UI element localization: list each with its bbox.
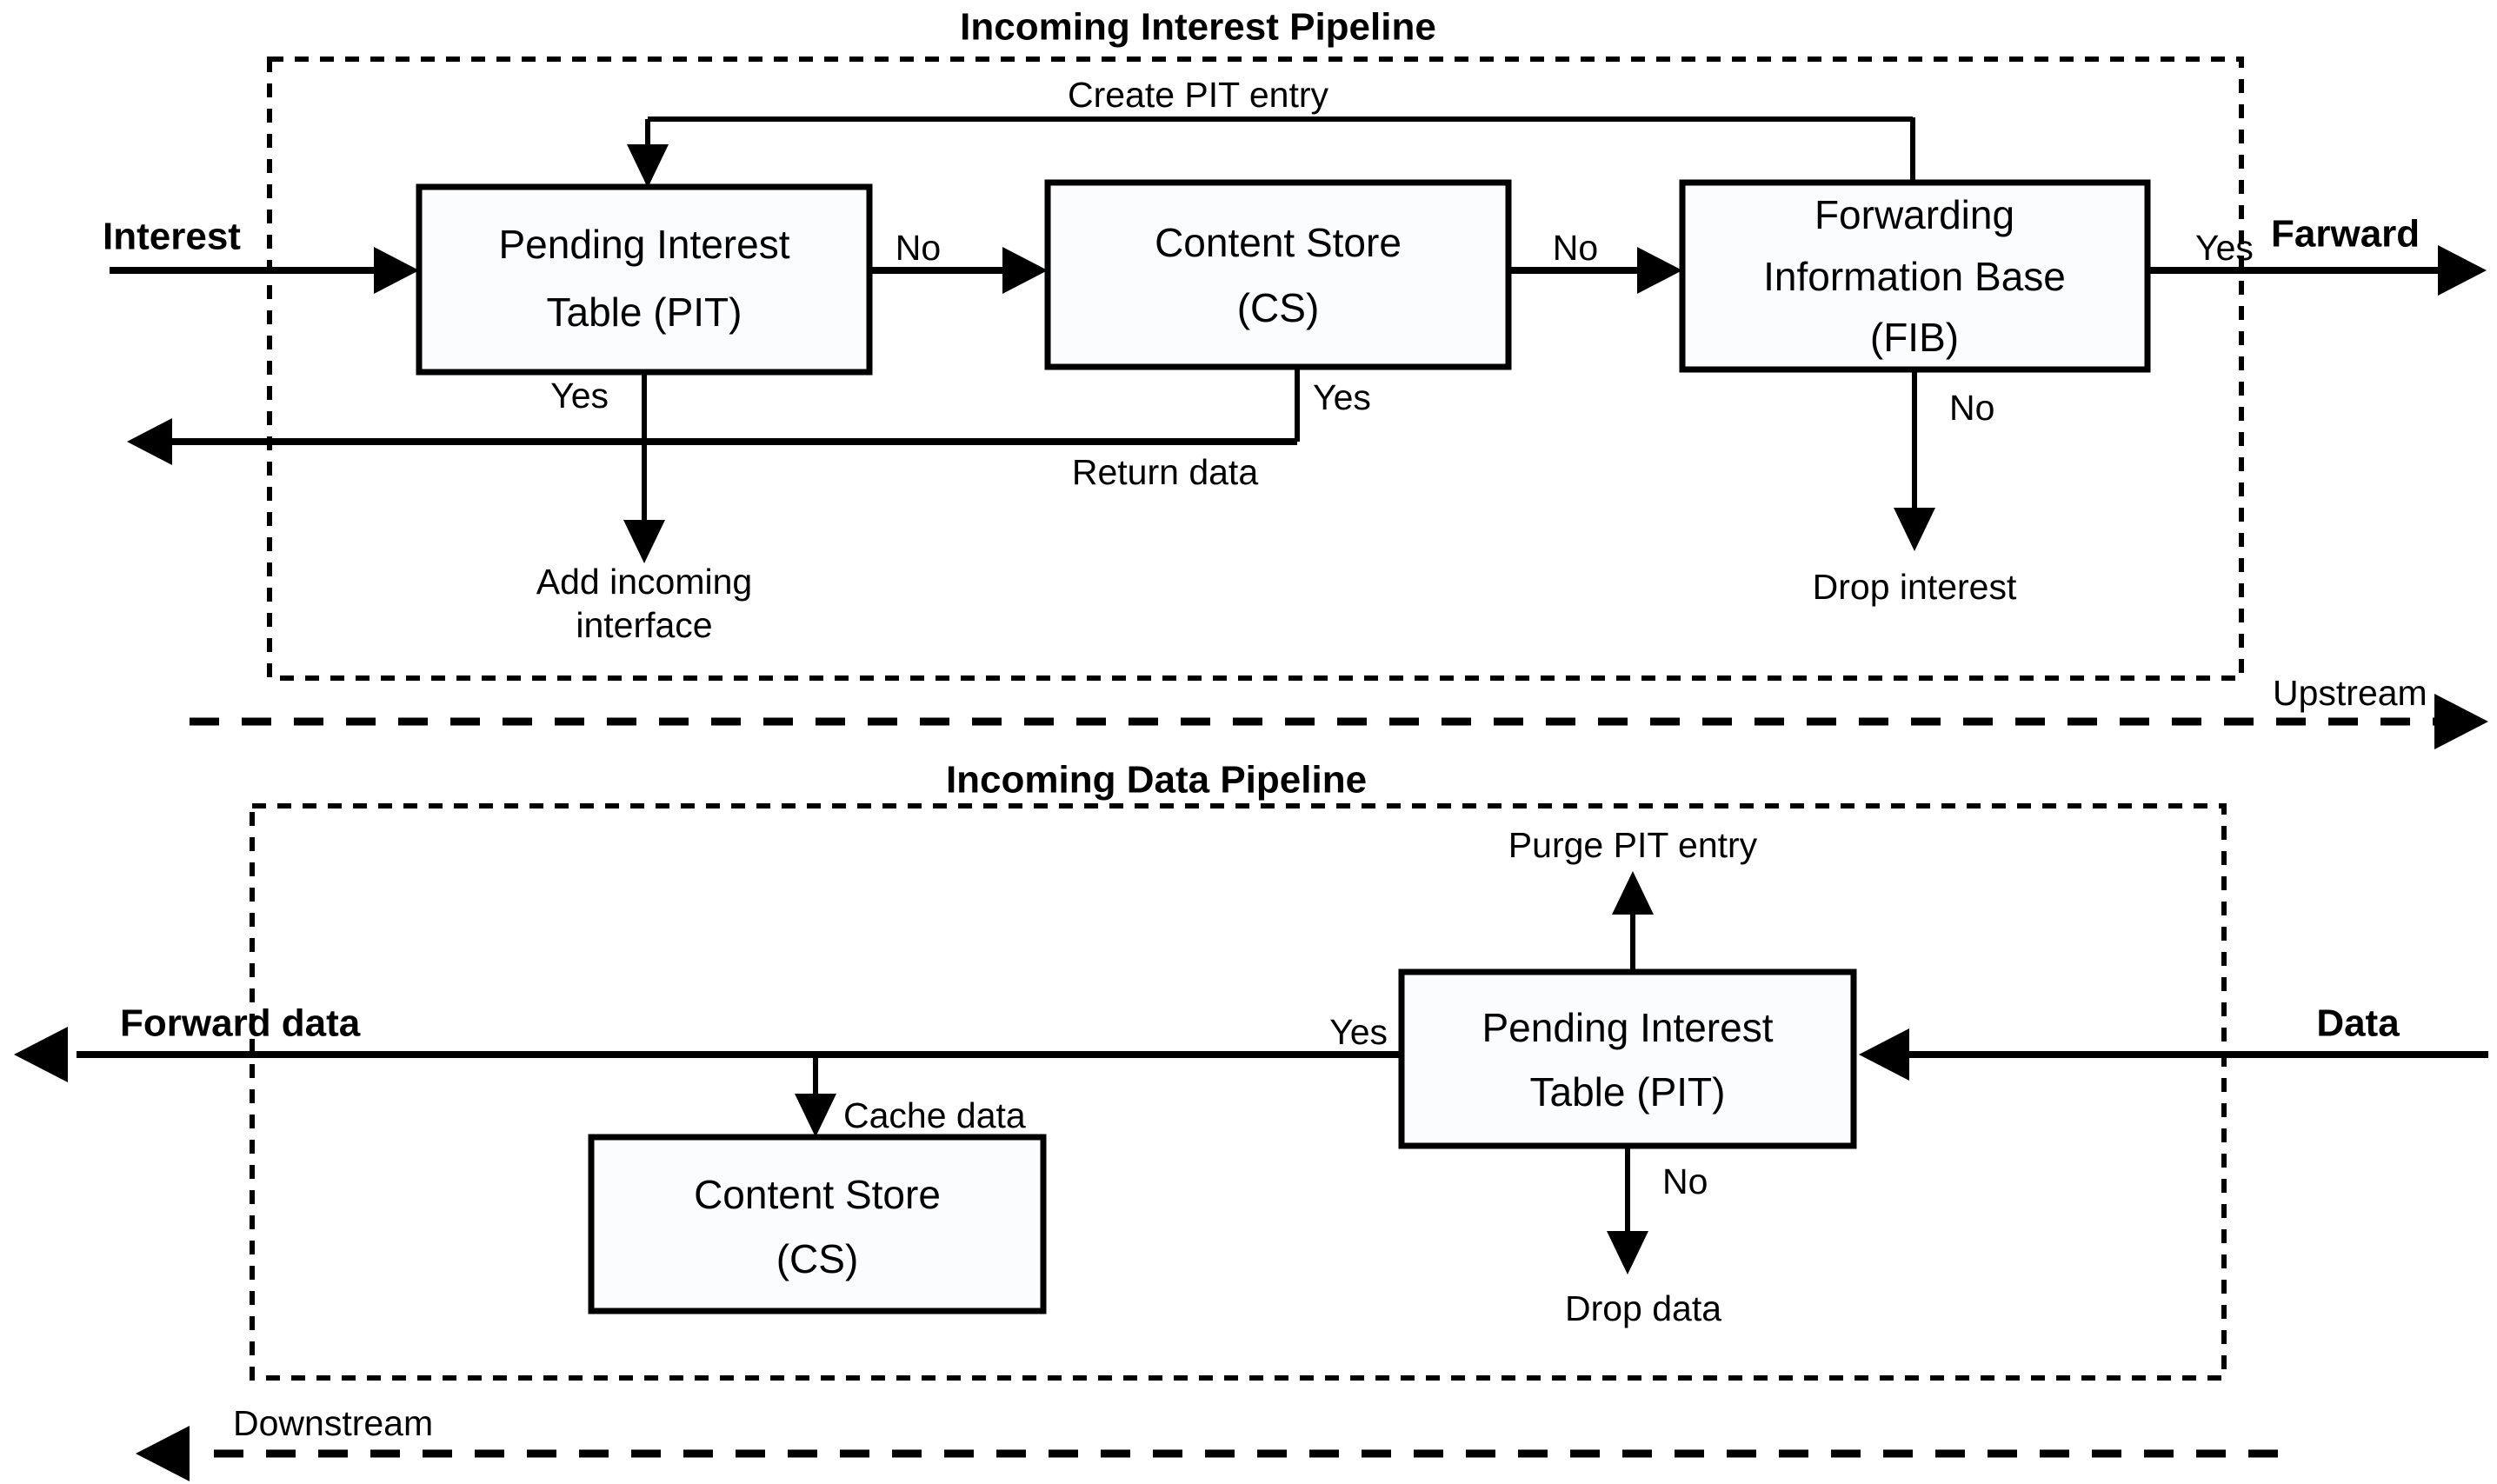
interest-input-arrowhead [374,247,419,294]
drop-interest-label: Drop interest [1813,567,2017,607]
interest-pipeline-group-box [267,57,2244,681]
data-pipeline-group-box [250,803,2227,1381]
forward-data-output-label: Forward data [120,1002,361,1045]
pit-no-label: No [896,228,941,268]
pit-data-no-arrowhead [1607,1231,1648,1274]
upstream-arrowhead [2434,694,2488,749]
node-fib-line3: (FIB) [1870,315,1959,360]
fib-yes-label: Yes [2195,228,2254,268]
node-fib-line1: Forwarding [1814,192,2014,237]
create-pit-entry-label: Create PIT entry [1068,75,1329,115]
node-cs-interest-line2: (CS) [1237,285,1320,330]
interest-input-label: Interest [103,216,241,258]
data-input-label: Data [2316,1002,2400,1045]
node-pit-data-line1: Pending Interest [1482,1005,1773,1050]
return-data-arrowhead [127,418,172,465]
cs-yes-label: Yes [1313,377,1371,417]
node-fib-line2: Information Base [1763,254,2066,299]
purge-pit-entry-label: Purge PIT entry [1508,825,1758,865]
forward-output-label: Farward [2271,213,2420,256]
fib-yes-arrowhead [2438,245,2487,296]
cs-no-label: No [1553,228,1598,268]
drop-data-label: Drop data [1565,1288,1721,1328]
create-pit-entry-arrowhead [627,144,669,188]
interest-pipeline-title: Incoming Interest Pipeline [960,6,1436,49]
node-cs-interest-line1: Content Store [1155,220,1402,265]
cache-data-label: Cache data [843,1095,1026,1135]
fib-no-arrowhead [1894,508,1935,551]
pit-data-yes-label: Yes [1329,1012,1388,1052]
node-pit-data-line2: Table (PIT) [1530,1069,1726,1115]
pit-data-no-label: No [1662,1161,1708,1201]
node-cs-data-line2: (CS) [776,1236,859,1281]
purge-pit-entry-arrowhead [1612,871,1654,915]
pit-yes-label: Yes [550,376,609,416]
return-data-label: Return data [1072,452,1258,492]
pit-yes-arrowhead [623,520,665,563]
cache-data-arrowhead [795,1094,836,1137]
downstream-label: Downstream [233,1403,433,1443]
data-input-arrowhead [1859,1028,1909,1081]
node-fib[interactable] [1679,179,2151,373]
fib-no-label: No [1949,388,1994,428]
add-incoming-interface-label-line1: Add incoming [536,562,752,602]
node-content-store-interest[interactable] [1044,179,1512,370]
add-incoming-interface-label-line2: interface [576,605,712,645]
node-pit-interest-line2: Table (PIT) [547,289,742,335]
cs-to-fib-arrowhead [1637,247,1682,294]
node-pit-interest[interactable] [416,183,873,376]
forward-data-arrowhead [14,1027,68,1082]
node-cs-data-line1: Content Store [694,1172,941,1217]
node-content-store-data[interactable] [588,1134,1047,1314]
downstream-arrowhead [136,1426,190,1481]
node-pit-interest-line1: Pending Interest [498,222,789,267]
pit-to-cs-arrowhead [1002,247,1048,294]
upstream-label: Upstream [2273,673,2427,713]
node-pit-data[interactable] [1398,968,1857,1149]
data-pipeline-title: Incoming Data Pipeline [946,759,1367,802]
